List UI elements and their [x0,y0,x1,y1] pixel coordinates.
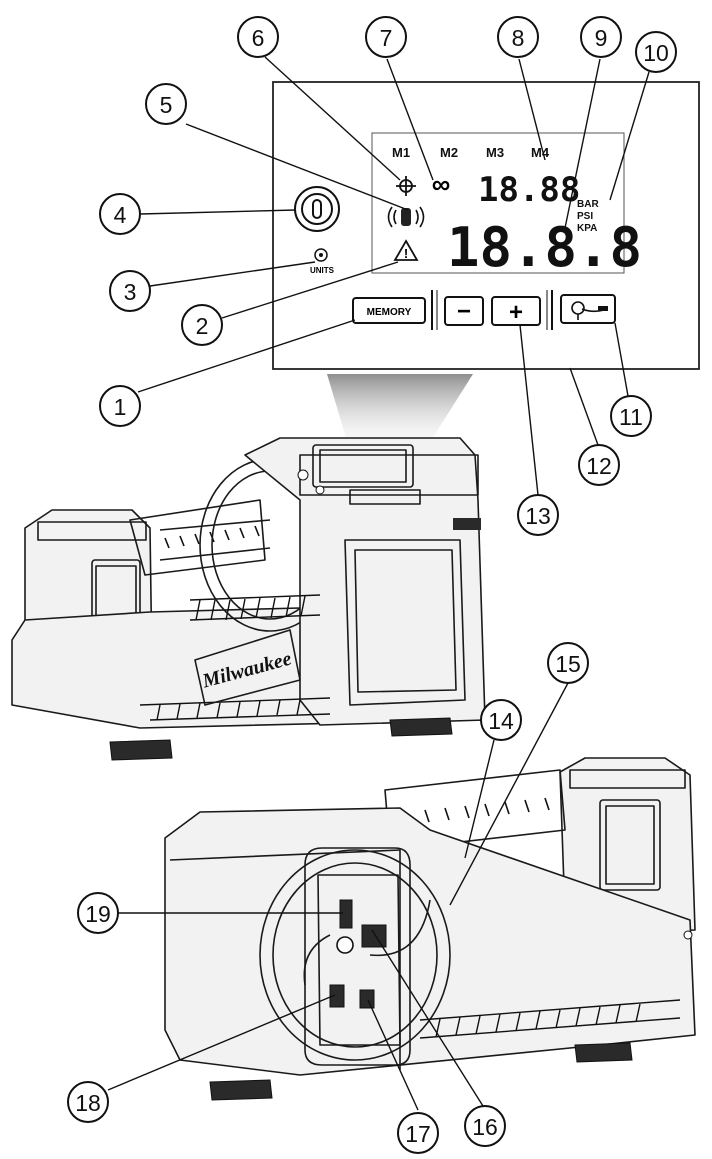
callout-13: 13 [517,494,559,536]
svg-text:4: 4 [114,202,127,228]
vibration-icon [387,206,425,228]
leader-lines [107,56,650,1111]
callout-17: 17 [397,1112,439,1154]
svg-text:19: 19 [85,901,111,927]
target-icon [396,176,416,196]
unit-kpa: KPA [577,223,597,234]
light-button[interactable] [560,294,616,324]
callout-4: 4 [99,193,141,235]
memory-label-m1: M1 [392,145,410,160]
svg-text:3: 3 [124,279,137,305]
svg-text:13: 13 [525,503,551,529]
svg-text:!: ! [404,246,408,261]
callout-11: 11 [610,395,652,437]
callout-10: 10 [635,31,677,73]
callout-8: 8 [497,16,539,58]
callout-14: 14 [480,699,522,741]
lcd-screen [371,132,625,274]
callout-2: 2 [181,304,223,346]
memory-label-m4: M4 [531,145,550,160]
svg-text:MEMORY: MEMORY [367,307,412,318]
control-panel: M1 M2 M3 M4 ∞ 18.88 ! 18.8.8 BAR PSI KPA [272,81,700,370]
svg-text:5: 5 [160,92,173,118]
svg-text:15: 15 [555,651,581,677]
warning-icon: ! [393,239,419,261]
unit-psi: PSI [577,211,593,222]
svg-text:18: 18 [75,1090,101,1116]
callout-12: 12 [578,444,620,486]
callout-7: 7 [365,16,407,58]
plus-button[interactable]: + [491,296,541,326]
memory-button[interactable]: MEMORY [352,297,426,324]
svg-text:8: 8 [512,25,525,51]
svg-text:+: + [509,299,523,326]
callout-3: 3 [109,270,151,312]
unit-bar: BAR [577,199,599,210]
svg-text:6: 6 [252,25,265,51]
infinity-icon: ∞ [432,169,451,199]
compressor-rear-view [164,757,696,1101]
memory-label-m3: M3 [486,145,504,160]
svg-text:16: 16 [472,1114,498,1140]
large-readout: 18.8.8 [447,216,642,279]
small-readout: 18.88 [478,170,580,210]
callout-9: 9 [580,16,622,58]
callout-15: 15 [547,642,589,684]
callout-19: 19 [77,892,119,934]
callout-5: 5 [145,83,187,125]
svg-text:7: 7 [380,25,393,51]
callout-18: 18 [67,1081,109,1123]
svg-text:10: 10 [643,40,669,66]
svg-text:2: 2 [196,313,209,339]
callout-6: 6 [237,16,279,58]
memory-label-m2: M2 [440,145,458,160]
units-button[interactable]: UNITS [310,248,335,275]
units-button-label: UNITS [310,266,335,275]
svg-text:−: − [457,298,471,325]
svg-text:9: 9 [595,25,608,51]
callout-16: 16 [464,1105,506,1147]
minus-button[interactable]: − [444,296,484,326]
svg-text:1: 1 [114,394,127,420]
callout-1: 1 [99,385,141,427]
svg-text:14: 14 [488,708,514,734]
svg-text:12: 12 [586,453,612,479]
svg-text:11: 11 [619,404,643,430]
svg-text:17: 17 [405,1121,431,1147]
compressor-front-view: Milwaukee [11,437,486,761]
callouts: 1 2 3 4 5 6 7 8 9 10 11 12 13 14 15 16 1… [67,16,677,1154]
zoom-beam [327,374,473,458]
power-button[interactable] [294,186,340,232]
